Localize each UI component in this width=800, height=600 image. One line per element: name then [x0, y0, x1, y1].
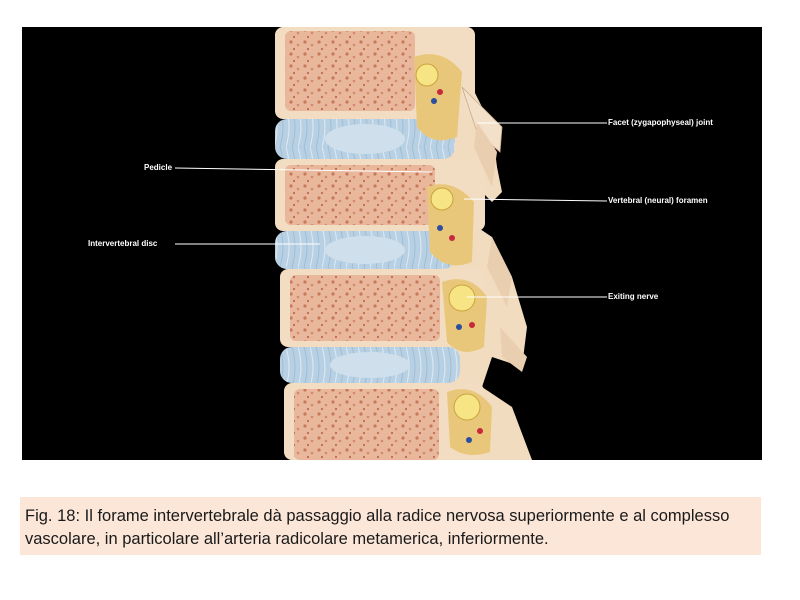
artery-1: [437, 89, 443, 95]
label-exiting-nerve: Exiting nerve: [608, 292, 658, 302]
leader-vertebral-foramen: [464, 199, 607, 201]
label-pedicle: Pedicle: [144, 163, 172, 173]
vein-1: [431, 98, 437, 104]
caption-box: Fig. 18: Il forame intervertebrale dà pa…: [20, 497, 761, 555]
vein-3: [456, 324, 462, 330]
artery-3: [469, 322, 475, 328]
nerve-2: [431, 188, 453, 210]
nerve-1: [416, 64, 438, 86]
figure-caption: Fig. 18: Il forame intervertebrale dà pa…: [20, 497, 761, 551]
foramen-1: [414, 54, 462, 140]
vein-2: [437, 225, 443, 231]
label-facet-joint: Facet (zygapophyseal) joint: [608, 118, 713, 128]
intervertebral-disc-2: [275, 231, 455, 269]
label-intervertebral-disc: Intervertebral disc: [88, 239, 157, 249]
artery-2: [449, 235, 455, 241]
nerve-3: [449, 285, 475, 311]
nerve-4: [454, 394, 480, 420]
spine-illustration: Facet (zygapophyseal) joint Pedicle Vert…: [22, 27, 762, 460]
artery-4: [477, 428, 483, 434]
vein-4: [466, 437, 472, 443]
label-vertebral-foramen: Vertebral (neural) foramen: [608, 196, 708, 206]
foramen-3: [442, 279, 487, 352]
intervertebral-disc-3: [280, 347, 460, 383]
foramen-2: [427, 184, 474, 265]
